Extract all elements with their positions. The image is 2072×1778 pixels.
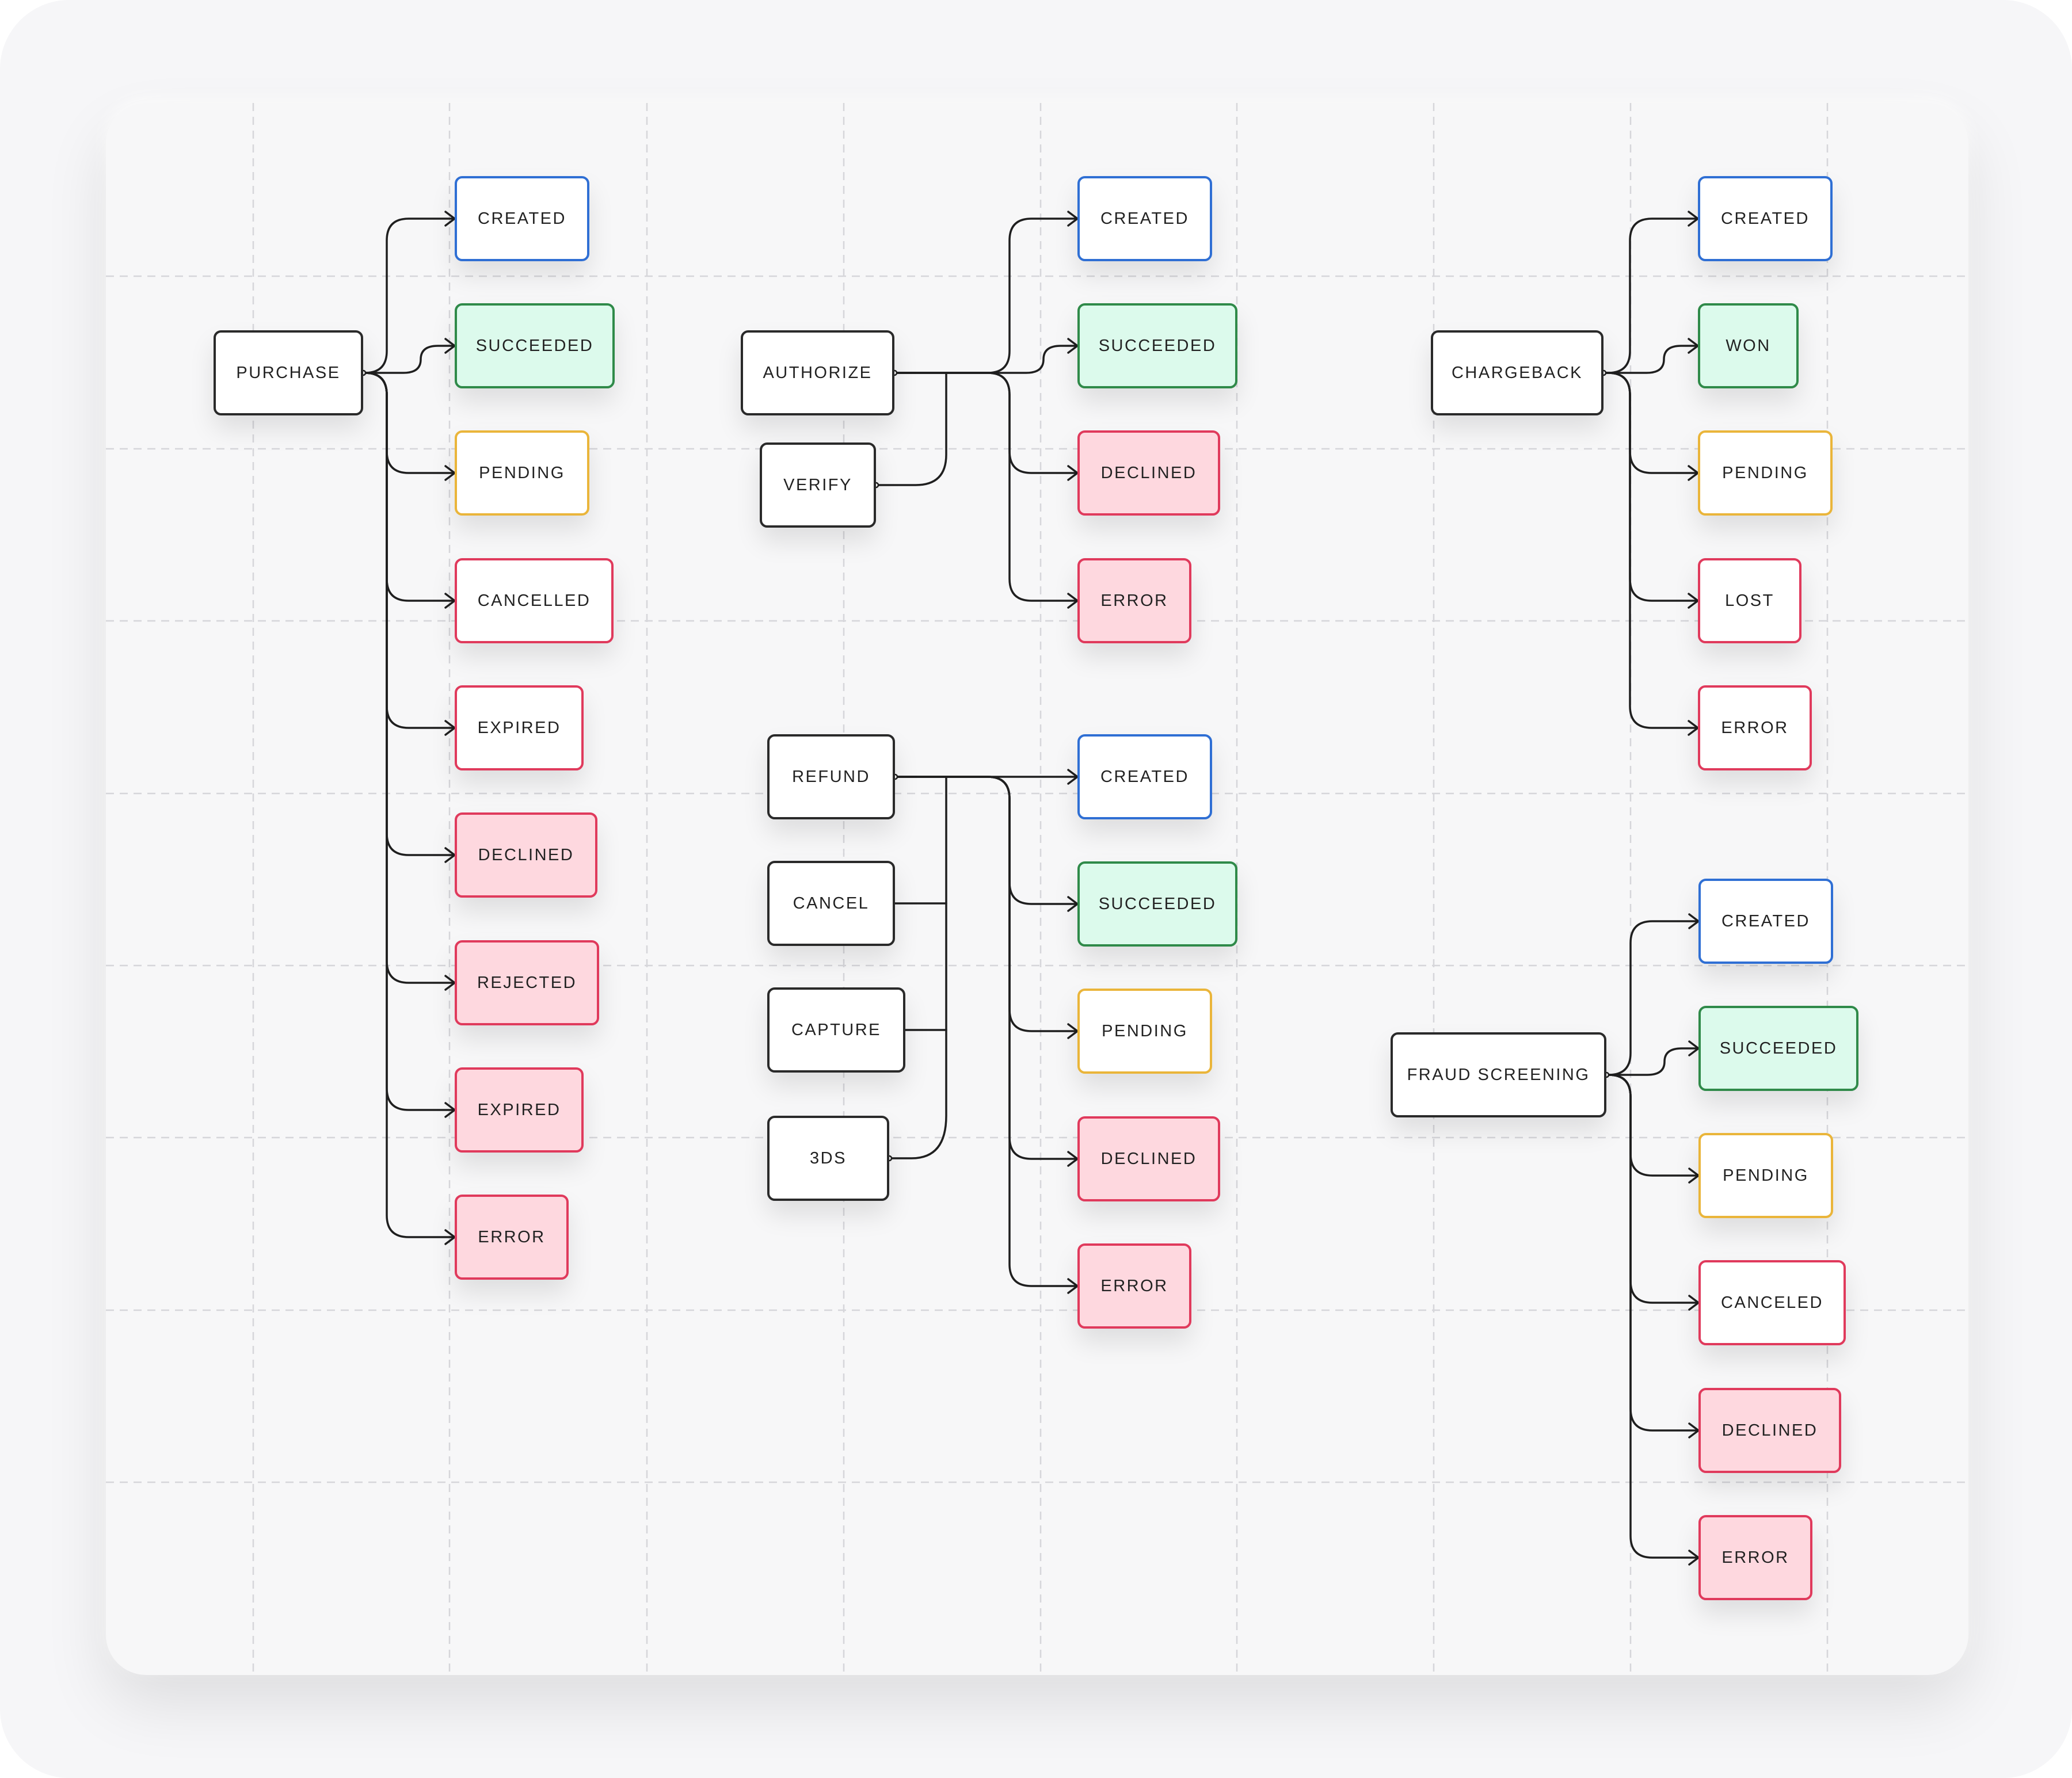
state-node-canceled[interactable]: CANCELED bbox=[1698, 1260, 1846, 1345]
source-node-authorize[interactable]: AUTHORIZE bbox=[741, 330, 894, 415]
state-node-won[interactable]: WON bbox=[1698, 303, 1799, 388]
state-node-pending[interactable]: PENDING bbox=[455, 430, 589, 516]
state-node-pending[interactable]: PENDING bbox=[1698, 1133, 1833, 1218]
state-connector bbox=[1605, 1047, 1700, 1076]
state-node-error[interactable]: ERROR bbox=[1698, 1515, 1812, 1600]
state-node-lost[interactable]: LOST bbox=[1698, 558, 1801, 643]
state-node-created[interactable]: CREATED bbox=[1077, 176, 1212, 261]
state-node-created[interactable]: CREATED bbox=[1077, 734, 1212, 819]
state-connector bbox=[362, 345, 456, 374]
state-node-error[interactable]: ERROR bbox=[1077, 558, 1191, 643]
state-connector bbox=[362, 372, 456, 1111]
merge-connector bbox=[875, 372, 947, 486]
state-node-error[interactable]: ERROR bbox=[1698, 685, 1812, 770]
diagram-canvas: PURCHASE CREATED SUCCEEDED PENDING CANCE… bbox=[106, 103, 1968, 1675]
state-connector bbox=[362, 372, 456, 984]
state-node-pending[interactable]: PENDING bbox=[1698, 430, 1833, 516]
state-node-created[interactable]: CREATED bbox=[1698, 879, 1833, 964]
connector-lines bbox=[360, 211, 1700, 1566]
state-connector bbox=[362, 372, 456, 729]
source-node-refund[interactable]: REFUND bbox=[767, 734, 895, 819]
state-connector bbox=[1602, 372, 1699, 729]
state-connector bbox=[893, 218, 1079, 374]
state-node-succeeded[interactable]: SUCCEEDED bbox=[1698, 1006, 1858, 1091]
state-connector bbox=[894, 776, 1079, 1160]
state-node-declined[interactable]: DECLINED bbox=[1077, 430, 1220, 516]
state-node-succeeded[interactable]: SUCCEEDED bbox=[1077, 303, 1237, 388]
state-node-created[interactable]: CREATED bbox=[1698, 176, 1833, 261]
state-node-succeeded[interactable]: SUCCEEDED bbox=[455, 303, 615, 388]
state-connector bbox=[362, 372, 456, 856]
source-node-fraud-screening[interactable]: FRAUD SCREENING bbox=[1391, 1032, 1606, 1117]
state-node-error[interactable]: ERROR bbox=[1077, 1243, 1191, 1329]
source-node-purchase[interactable]: PURCHASE bbox=[214, 330, 363, 415]
state-connector bbox=[1602, 372, 1699, 474]
source-node-capture[interactable]: CAPTURE bbox=[767, 987, 905, 1073]
source-node-verify[interactable]: VERIFY bbox=[760, 442, 876, 528]
source-node-chargeback[interactable]: CHARGEBACK bbox=[1431, 330, 1603, 415]
state-connector bbox=[362, 372, 456, 1238]
state-node-created[interactable]: CREATED bbox=[455, 176, 589, 261]
state-connector bbox=[1602, 372, 1699, 602]
state-connector bbox=[1605, 1074, 1700, 1432]
state-connector bbox=[1605, 1074, 1700, 1304]
state-connector bbox=[894, 776, 1079, 1287]
state-node-succeeded[interactable]: SUCCEEDED bbox=[1077, 861, 1237, 947]
state-connector bbox=[362, 218, 456, 374]
state-node-expired-final[interactable]: EXPIRED bbox=[455, 1067, 584, 1153]
state-connector bbox=[893, 372, 1079, 602]
state-connector bbox=[1602, 345, 1699, 374]
state-node-declined[interactable]: DECLINED bbox=[1077, 1116, 1220, 1201]
state-node-declined[interactable]: DECLINED bbox=[1698, 1388, 1841, 1473]
state-node-cancelled[interactable]: CANCELLED bbox=[455, 558, 614, 643]
state-node-declined[interactable]: DECLINED bbox=[455, 812, 597, 898]
source-node-3ds[interactable]: 3DS bbox=[767, 1116, 889, 1201]
state-connector bbox=[1605, 1074, 1700, 1177]
grid-lines bbox=[106, 103, 1968, 1675]
state-connector bbox=[362, 372, 456, 602]
source-node-cancel[interactable]: CANCEL bbox=[767, 861, 895, 946]
state-connector bbox=[894, 776, 1079, 905]
state-connector bbox=[893, 372, 1079, 474]
merge-connector bbox=[888, 776, 947, 1159]
state-node-pending[interactable]: PENDING bbox=[1077, 989, 1212, 1074]
state-connector bbox=[362, 372, 456, 474]
state-connector bbox=[893, 345, 1079, 374]
state-connector bbox=[1605, 920, 1700, 1076]
state-connector bbox=[1602, 218, 1699, 374]
state-node-error[interactable]: ERROR bbox=[455, 1195, 569, 1280]
state-connector bbox=[1605, 1074, 1700, 1559]
state-node-rejected[interactable]: REJECTED bbox=[455, 940, 599, 1025]
state-node-expired[interactable]: EXPIRED bbox=[455, 685, 584, 770]
